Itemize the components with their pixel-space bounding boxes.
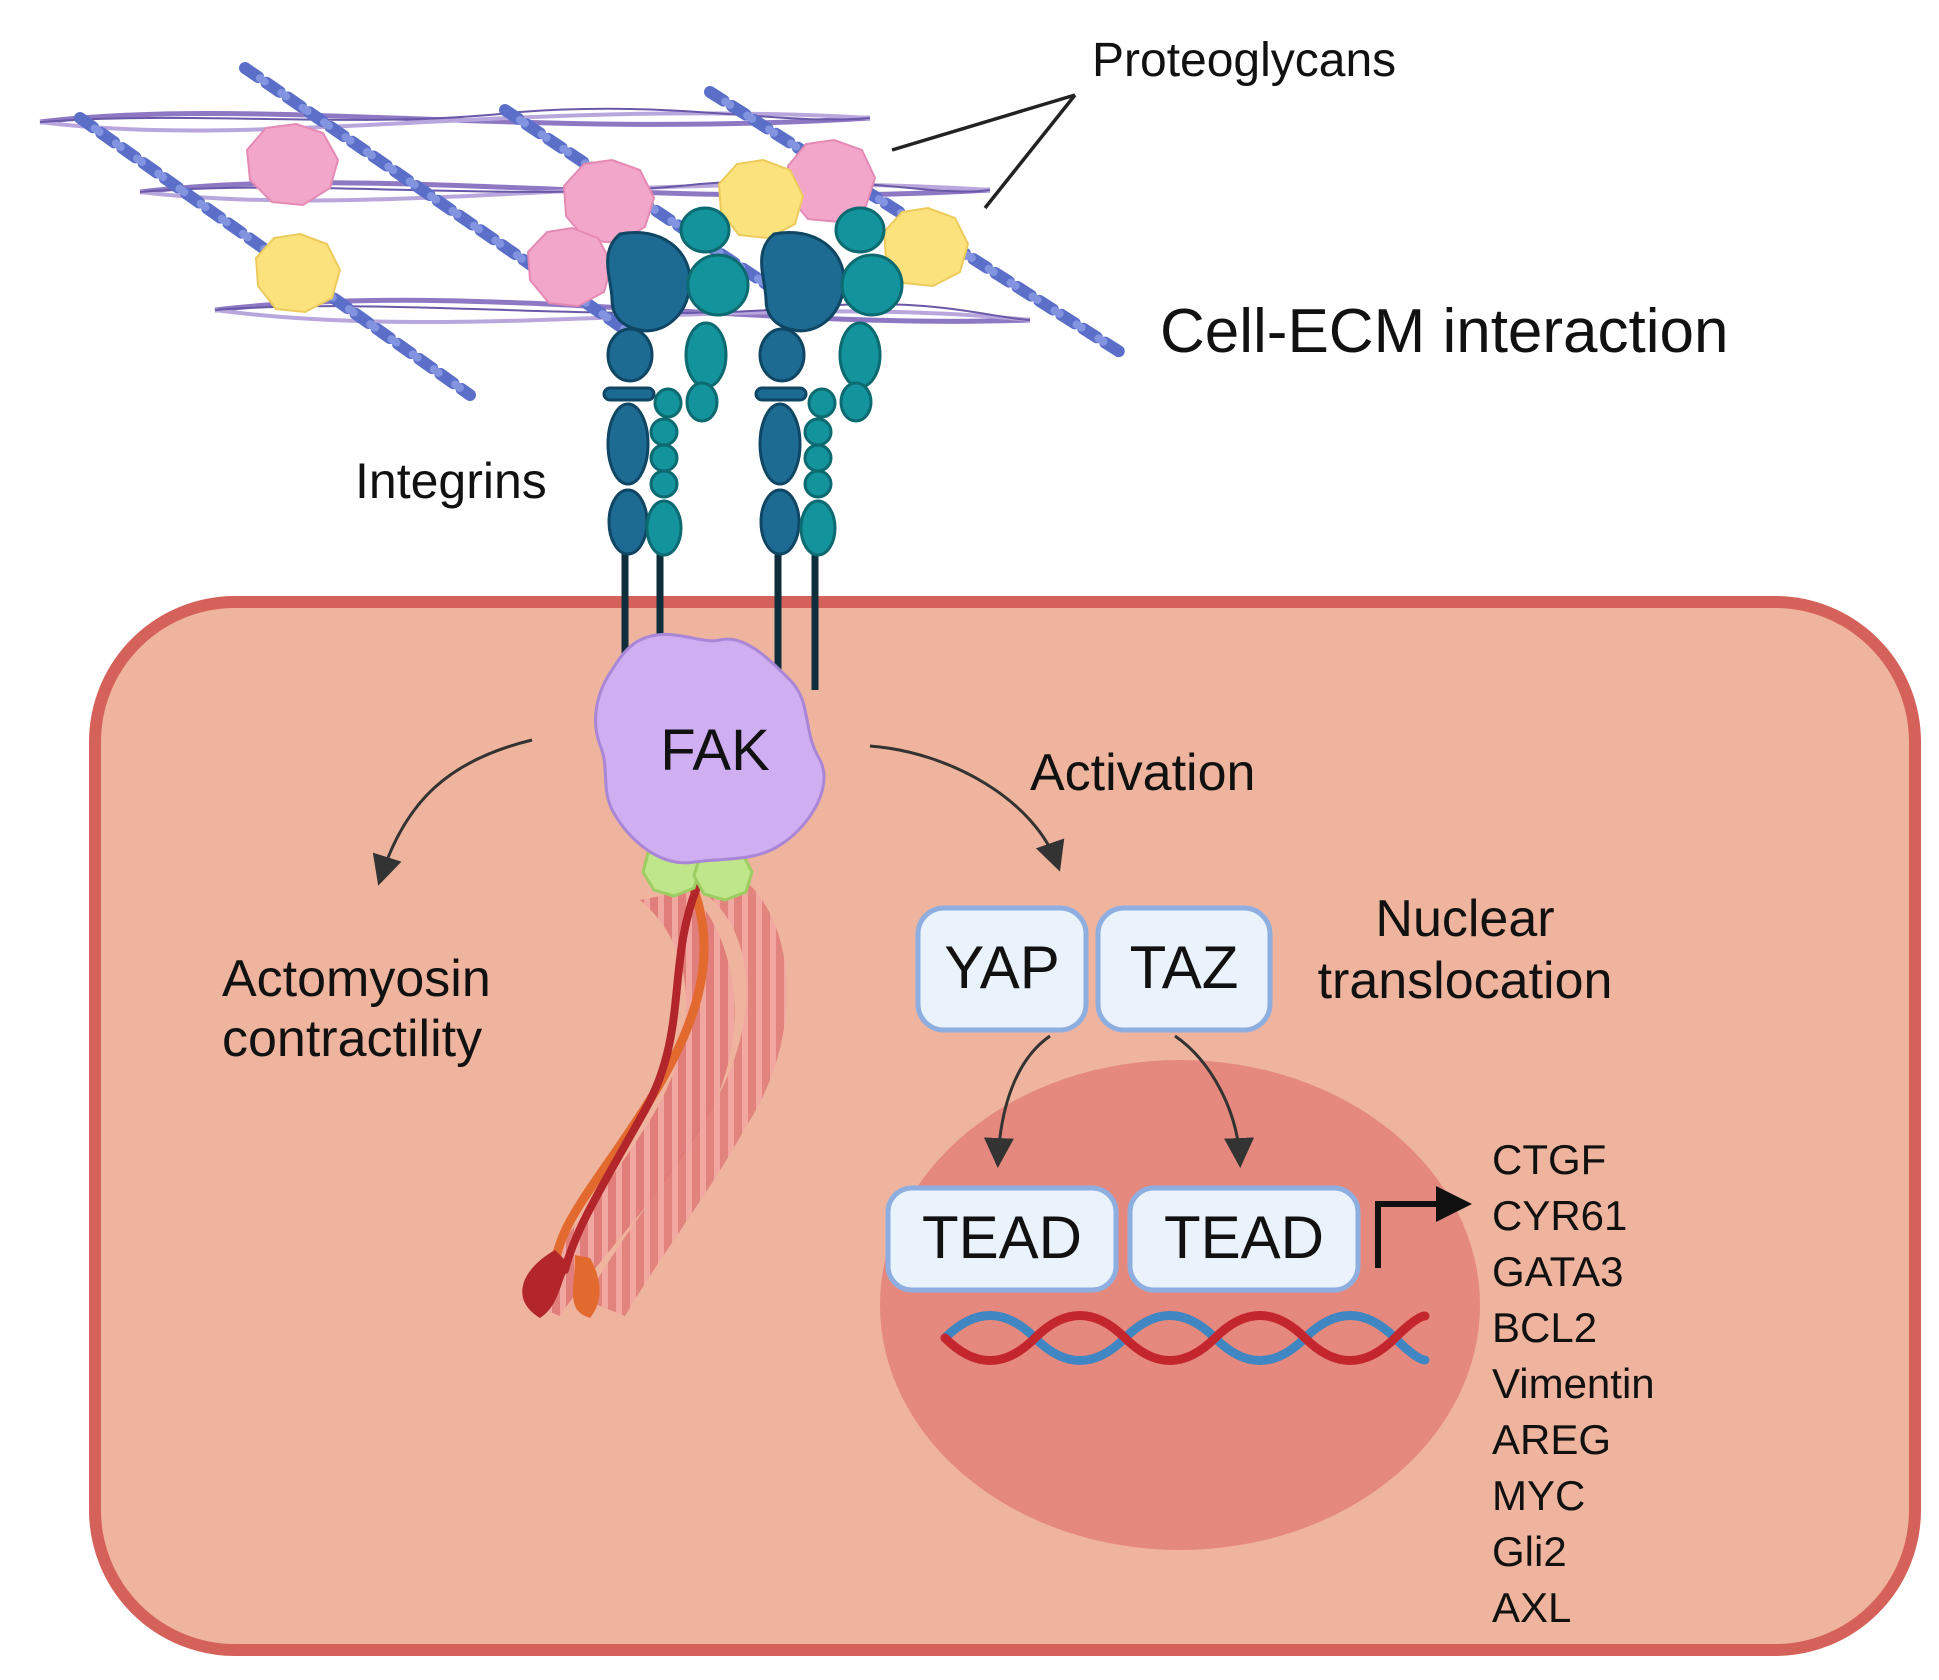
yap-label: YAP (944, 934, 1060, 1001)
nucleus (880, 1060, 1480, 1550)
myosin-tail (522, 1250, 570, 1318)
proteoglycans-label: Proteoglycans (1092, 34, 1396, 87)
tead-pair: TEAD TEAD (885, 1185, 1361, 1293)
target-gene: Gli2 (1492, 1528, 1567, 1575)
yap-taz-complex: YAP TAZ (915, 905, 1273, 1033)
labels: Proteoglycans Cell-ECM interaction Integ… (222, 34, 1729, 1068)
tead-box-2 (1127, 1185, 1361, 1293)
integrin-alpha-subunit (602, 231, 692, 556)
fak: FAK (594, 632, 826, 865)
fak-label: FAK (660, 718, 770, 783)
integrin-dimer-left (602, 206, 750, 690)
target-gene: CYR61 (1492, 1192, 1627, 1239)
yap-to-tead-arrow (983, 1034, 1051, 1168)
proteoglycans-pointer (891, 93, 1077, 210)
taz-to-tead-arrow (1174, 1034, 1255, 1168)
taz-label: TAZ (1130, 934, 1239, 1001)
dna-double-helix (940, 1311, 1430, 1365)
proteoglycan-yellow (254, 232, 342, 314)
integrin-beta-subunit (645, 206, 750, 557)
activation-label: Activation (1030, 744, 1255, 802)
arrows (372, 738, 1255, 1168)
tead-box-1 (885, 1185, 1119, 1293)
nuclear-translocation-line2: translocation (1318, 952, 1613, 1010)
proteoglycan-pink (786, 138, 877, 224)
cell-ecm-label: Cell-ECM interaction (1160, 297, 1729, 366)
yap-box (915, 905, 1089, 1033)
actin-bundle (585, 880, 787, 1316)
proteoglycans (245, 122, 970, 314)
actomyosin-arrow (372, 738, 533, 886)
nucleus-body (880, 1060, 1480, 1550)
integrin-dimer-right (754, 206, 904, 690)
fak-blob (594, 632, 826, 865)
proteoglycan-pink (526, 226, 614, 308)
proteoglycan-yellow (717, 158, 805, 240)
transcription-arrow (1375, 1186, 1472, 1268)
nuclear-translocation-line1: Nuclear (1375, 890, 1554, 948)
dna-strand-red (940, 1311, 1430, 1365)
target-gene: GATA3 (1492, 1248, 1623, 1295)
integrin-beta-subunit (799, 206, 904, 557)
proteoglycan-pink (562, 158, 656, 245)
actin-filament (561, 876, 704, 1274)
tead-label-2: TEAD (1164, 1204, 1324, 1271)
proteoglycan-pink (245, 122, 340, 207)
target-gene: BCL2 (1492, 1304, 1597, 1351)
actomyosin-label-line1: Actomyosin (222, 950, 491, 1008)
integrin-alpha-subunit (754, 231, 846, 556)
actomyosin-label-line2: contractility (222, 1010, 482, 1068)
myosin-tail (573, 1255, 600, 1318)
proteoglycan-yellow (882, 206, 970, 288)
target-gene: AREG (1492, 1416, 1611, 1463)
target-gene: Vimentin (1492, 1360, 1655, 1407)
tead-label-1: TEAD (922, 1204, 1082, 1271)
taz-box (1095, 905, 1273, 1033)
target-gene-list: CTGF CYR61 GATA3 BCL2 Vimentin AREG MYC … (1492, 1136, 1655, 1631)
actomyosin-fiber (520, 875, 787, 1318)
activation-arrow (869, 744, 1065, 872)
integrins-label: Integrins (355, 453, 547, 509)
target-gene: CTGF (1492, 1136, 1606, 1183)
target-gene: AXL (1492, 1584, 1571, 1631)
target-gene: MYC (1492, 1472, 1585, 1519)
